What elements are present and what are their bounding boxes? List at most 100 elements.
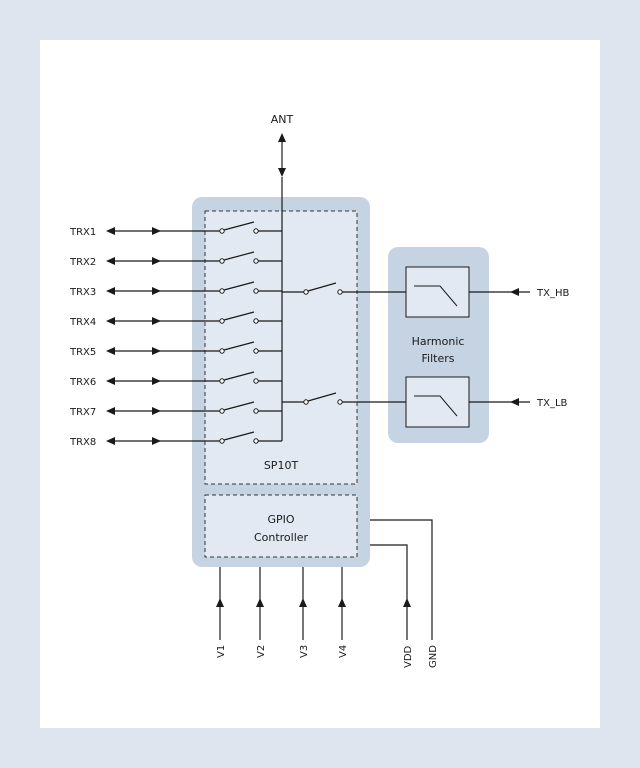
gnd-label: GND	[428, 645, 439, 668]
switch-blade	[307, 282, 337, 292]
trx-arrow-right	[152, 317, 161, 325]
switch-contact	[253, 318, 259, 324]
switch-contact	[253, 378, 259, 384]
switch-blade	[223, 281, 255, 291]
trx-label-5: TRX5	[69, 347, 96, 358]
trx-arrow-left	[106, 227, 115, 235]
hb-filter-icon	[414, 285, 458, 307]
trx-arrow-left	[106, 287, 115, 295]
switch-blade	[223, 401, 255, 411]
trx-row-4: TRX4	[69, 311, 282, 328]
ant-arrow-up	[278, 133, 286, 142]
switch-blade	[223, 431, 255, 441]
switch-contact	[219, 438, 225, 444]
trx-arrow-left	[106, 347, 115, 355]
switch-contact	[253, 258, 259, 264]
trx-arrow-right	[152, 287, 161, 295]
tx-lb-arrow	[510, 398, 519, 406]
trx-row-1: TRX1	[69, 221, 282, 238]
switch-contact	[219, 318, 225, 324]
vdd-arrow	[403, 598, 411, 607]
switch-contact	[253, 228, 259, 234]
trx-row-3: TRX3	[69, 281, 282, 298]
tx-hb-label: TX_HB	[536, 288, 569, 299]
control-pin-v4: V4	[338, 567, 349, 658]
trx-row-7: TRX7	[69, 401, 282, 418]
switch-contact	[219, 348, 225, 354]
pin-label-v4: V4	[338, 645, 349, 658]
tx-lb-label: TX_LB	[536, 398, 568, 409]
trx-arrow-right	[152, 437, 161, 445]
switch-blade	[223, 311, 255, 321]
switch-contact	[219, 288, 225, 294]
switch-contact	[219, 258, 225, 264]
trx-arrow-right	[152, 347, 161, 355]
switch-contact	[219, 228, 225, 234]
switch-contact	[219, 408, 225, 414]
tx-switches	[282, 282, 406, 405]
switch-contact	[337, 399, 343, 405]
tx-switch-hb	[282, 282, 406, 295]
switch-contact	[253, 288, 259, 294]
switch-blade	[223, 221, 255, 231]
switch-contact	[303, 399, 309, 405]
gpio-label-line2: Controller	[254, 531, 309, 544]
control-pin-v3: V3	[299, 567, 310, 658]
ant-arrow-down	[278, 168, 286, 177]
trx-row-5: TRX5	[69, 341, 282, 358]
pin-arrow	[299, 598, 307, 607]
trx-label-2: TRX2	[69, 257, 96, 268]
ant-label: ANT	[271, 113, 294, 126]
sp10t-area	[204, 210, 358, 485]
switch-contact	[337, 289, 343, 295]
trx-arrow-right	[152, 227, 161, 235]
trx-row-2: TRX2	[69, 251, 282, 268]
hb-filter-box	[405, 266, 470, 318]
gpio-label-line1: GPIO	[267, 513, 294, 526]
tx-hb-arrow	[510, 288, 519, 296]
switch-blade	[223, 251, 255, 261]
control-pin-v2: V2	[256, 567, 267, 658]
vdd-label: VDD	[403, 645, 414, 668]
trx-label-8: TRX8	[69, 437, 96, 448]
pin-arrow	[216, 598, 224, 607]
trx-arrow-left	[106, 317, 115, 325]
trx-row-8: TRX8	[69, 431, 282, 448]
trx-arrow-right	[152, 257, 161, 265]
trx-row-6: TRX6	[69, 371, 282, 388]
pin-label-v1: V1	[216, 645, 227, 658]
switch-blade	[223, 341, 255, 351]
filters-label-line1: Harmonic	[412, 335, 465, 348]
switch-contact	[303, 289, 309, 295]
switch-contact	[253, 408, 259, 414]
gpio-controller-area	[204, 494, 358, 558]
trx-arrow-right	[152, 407, 161, 415]
control-pins: V1 V2 V3 V4	[216, 567, 349, 658]
filters-label-line2: Filters	[422, 352, 455, 365]
lb-filter-icon	[414, 395, 458, 417]
trx-label-3: TRX3	[69, 287, 96, 298]
trx-arrow-left	[106, 437, 115, 445]
trx-label-6: TRX6	[69, 377, 96, 388]
pin-label-v2: V2	[256, 645, 267, 658]
switch-contact	[253, 438, 259, 444]
trx-label-1: TRX1	[69, 227, 96, 238]
trx-arrow-right	[152, 377, 161, 385]
lb-filter-box	[405, 376, 470, 428]
sp10t-label: SP10T	[264, 459, 299, 472]
pin-arrow	[256, 598, 264, 607]
pin-label-v3: V3	[299, 645, 310, 658]
switch-contact	[253, 348, 259, 354]
trx-arrow-left	[106, 377, 115, 385]
trx-label-4: TRX4	[69, 317, 96, 328]
switch-blade	[307, 392, 337, 402]
vdd-line	[370, 544, 408, 640]
control-pin-v1: V1	[216, 567, 227, 658]
gnd-line	[370, 519, 433, 640]
trx-label-7: TRX7	[69, 407, 96, 418]
switch-contact	[219, 378, 225, 384]
tx-switch-lb	[282, 392, 406, 405]
trx-arrow-left	[106, 257, 115, 265]
